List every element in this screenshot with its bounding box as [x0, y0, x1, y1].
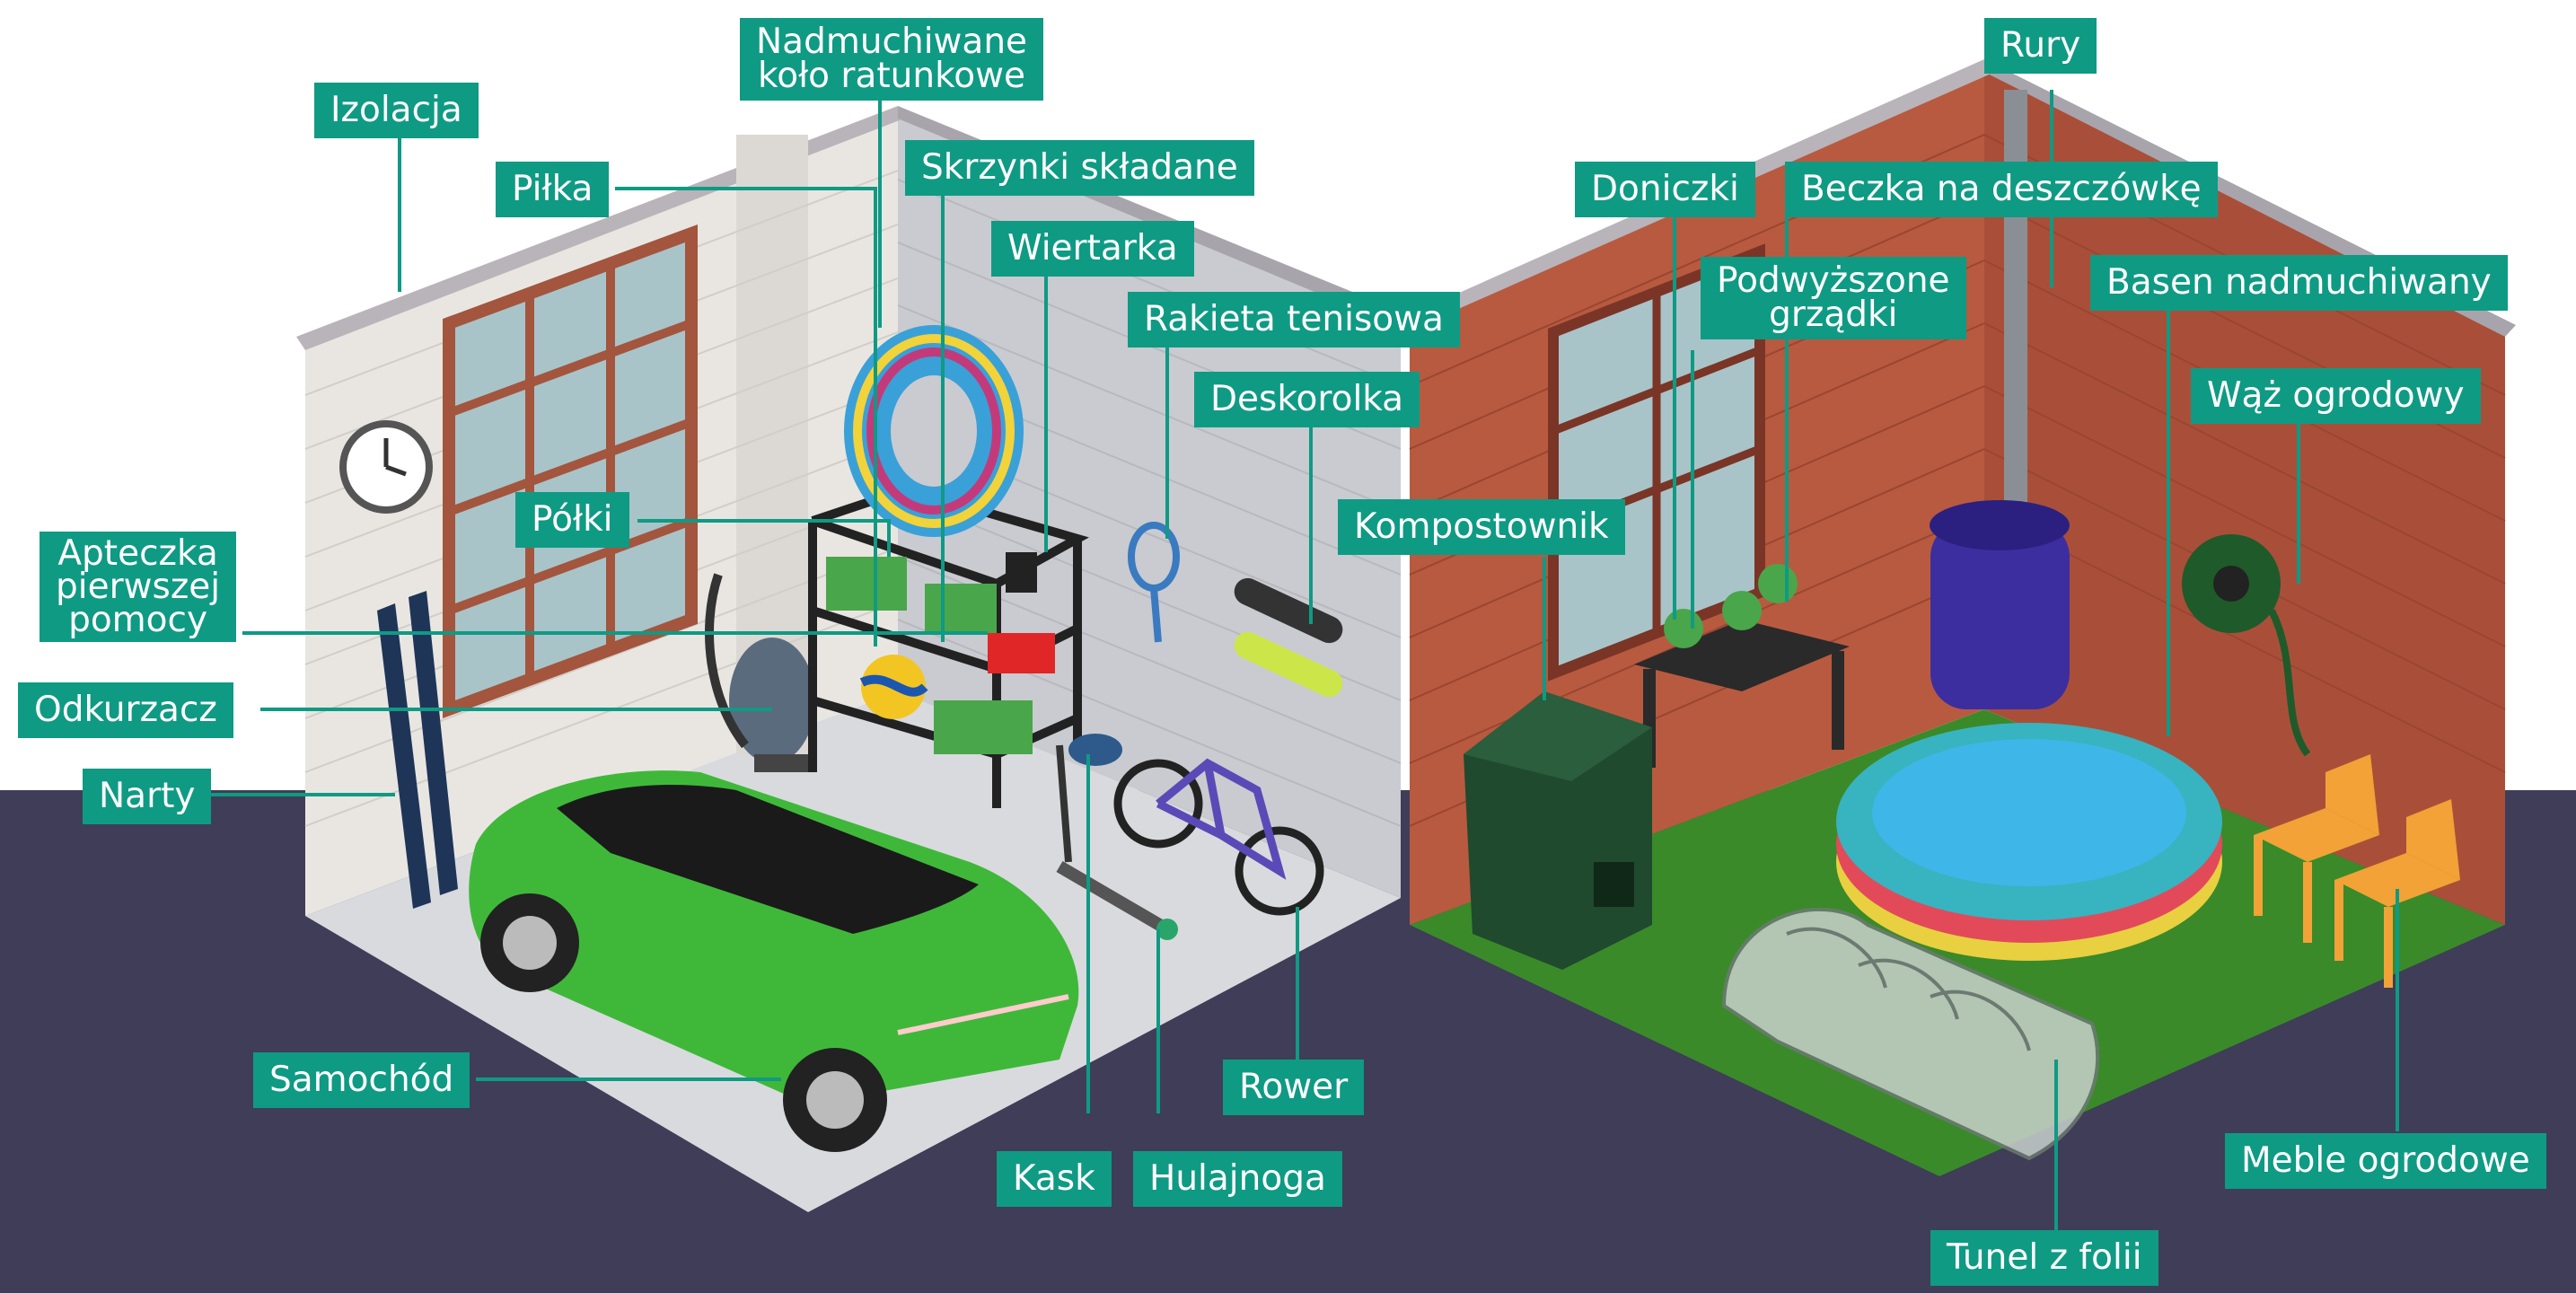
label-kask: Kask: [997, 1151, 1112, 1207]
skis-icon: [377, 591, 458, 909]
compost-bin-icon: [1464, 691, 1652, 970]
label-basen: Basen nadmuchiwany: [2090, 255, 2508, 311]
label-kolo-ratunkowe: Nadmuchiwane koło ratunkowe: [740, 18, 1044, 101]
bicycle-icon: [1113, 758, 1324, 916]
poly-tunnel-icon: [1721, 907, 2100, 1161]
inflatable-pool-icon: [1836, 723, 2222, 961]
label-grzadki: Podwyższone grządki: [1701, 257, 1966, 339]
label-pilka: Piłka: [496, 162, 610, 217]
label-doniczki: Doniczki: [1575, 162, 1755, 217]
label-kolo-line2: koło ratunkowe: [758, 56, 1026, 96]
label-hulajnoga: Hulajnoga: [1133, 1151, 1342, 1207]
label-wiertarka: Wiertarka: [991, 221, 1194, 277]
label-grzadki-line2: grządki: [1769, 295, 1898, 335]
label-tunel: Tunel z folii: [1930, 1230, 2158, 1286]
folding-crate-3: [934, 700, 1033, 754]
label-kolo-line1: Nadmuchiwane: [756, 22, 1028, 62]
label-waz: Wąż ogrodowy: [2191, 368, 2481, 424]
ball-icon: [859, 655, 928, 719]
label-beczka: Beczka na deszczówkę: [1785, 162, 2218, 217]
garden-chairs-icon: [2254, 754, 2460, 988]
first-aid-kit-icon: [988, 633, 1055, 673]
label-rower: Rower: [1223, 1060, 1365, 1115]
label-meble: Meble ogrodowe: [2225, 1133, 2546, 1189]
helmet-icon: [1068, 734, 1122, 766]
inflatable-ring-icon: [844, 325, 1024, 537]
label-odkurzacz: Odkurzacz: [18, 682, 233, 738]
label-polki: Półki: [515, 492, 629, 548]
pipe-icon: [2004, 90, 2027, 521]
garden-hose-icon: [2182, 534, 2311, 757]
vacuum-icon: [705, 573, 817, 772]
label-apteczka-line3: pomocy: [68, 600, 208, 640]
folding-crate: [826, 557, 907, 611]
folding-crate-2: [925, 584, 997, 633]
leader-lines: [205, 90, 2399, 1235]
skateboard-icon: [1234, 577, 1343, 698]
label-narty: Narty: [83, 769, 212, 824]
label-apteczka-line2: pierwszej: [56, 567, 221, 607]
label-kompostownik: Kompostownik: [1338, 499, 1625, 555]
label-apteczka: Apteczka pierwszej pomocy: [40, 532, 237, 642]
label-deskorolka: Deskorolka: [1194, 372, 1420, 427]
label-apteczka-line1: Apteczka: [57, 533, 218, 574]
label-skrzynki: Skrzynki składane: [905, 140, 1254, 196]
label-rury: Rury: [1984, 18, 2097, 74]
label-rakieta: Rakieta tenisowa: [1128, 292, 1460, 347]
drill-icon: [1006, 552, 1037, 593]
label-grzadki-line1: Podwyższone: [1717, 260, 1950, 301]
label-izolacja: Izolacja: [314, 83, 479, 138]
clock-icon: [339, 420, 433, 514]
label-samochod: Samochód: [253, 1052, 470, 1108]
car-icon: [469, 770, 1079, 1152]
rain-barrel-icon: [1930, 500, 2070, 709]
scooter-icon: [1056, 744, 1178, 940]
tennis-racket-icon: [1128, 522, 1180, 643]
garage-window-bars: [447, 263, 693, 680]
